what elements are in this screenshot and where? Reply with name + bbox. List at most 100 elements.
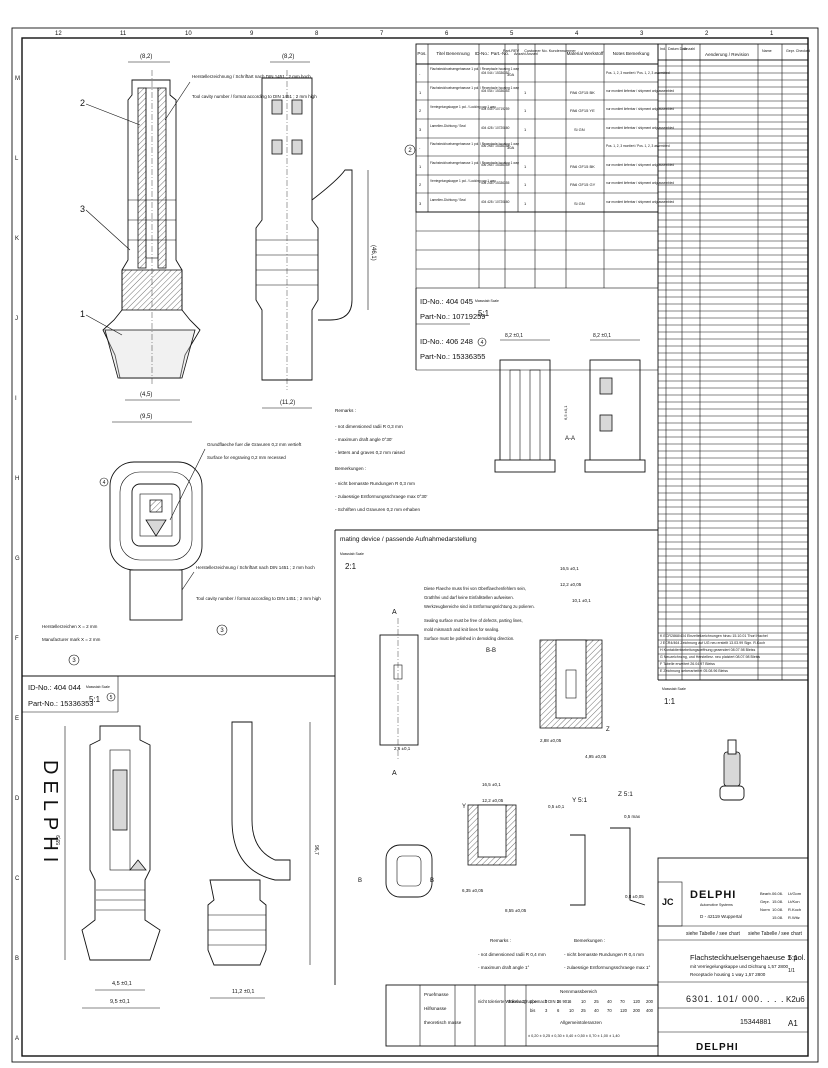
dim-label: 2,6 ±0,1 <box>394 746 411 751</box>
tol-cell: über <box>530 999 539 1004</box>
dim-label: 4,5 ±0,1 <box>112 981 132 987</box>
note-text: Tool cavity number / format according to… <box>192 94 317 99</box>
section-label: A-A <box>565 436 575 442</box>
callout-number: 1 <box>80 309 85 319</box>
row-notes: nur montiert lieferbar / shipment only a… <box>606 181 674 185</box>
row-mat: Si GN <box>574 127 585 132</box>
company-logo-mark: JC <box>662 897 674 907</box>
callout-number: 4 <box>103 480 106 486</box>
dim-label: 2,88 ±0,05 <box>540 738 562 743</box>
dim-label: 9,5 ±0,1 <box>110 999 130 1005</box>
scale-label: Massstab Scale <box>662 687 686 691</box>
note-text: Diese Flaeche muss frei von Oberflaechen… <box>424 586 526 591</box>
tol-cell: 3 <box>557 999 560 1004</box>
id-number: ID-No.: 404 044 <box>28 683 81 692</box>
row-mat: PA6 GF15 BK <box>570 90 595 95</box>
tol-cell: 40 <box>594 1008 599 1013</box>
col-label: 2 <box>705 31 709 37</box>
row-id: 406 244 / 15336353 <box>481 163 510 167</box>
division: Automotive Systems <box>700 903 733 907</box>
dim-label: (46,1) <box>370 245 376 261</box>
dim-label: 8,2 ±0,1 <box>593 333 611 339</box>
rev-col: Datum Date <box>668 47 687 51</box>
tb-cell: Norm <box>760 907 770 912</box>
doc-number: 15344881 <box>740 1019 771 1026</box>
row-labels: M L K J I H G F E D C B A <box>15 76 20 1042</box>
remarks-title: Remarks : <box>335 408 356 413</box>
tb-cell: 15.08. <box>772 915 783 920</box>
callout-number: 3 <box>72 658 76 664</box>
row-qty: 1 <box>524 108 527 113</box>
note-text: Herstellerzeichen X = 2 mm <box>42 624 98 629</box>
tb-sheet: 1/1 <box>788 968 795 974</box>
callout-number: 3 <box>80 204 85 214</box>
row-id: 406 248 / 15336355 <box>481 144 510 148</box>
tb-format: A1 <box>788 1019 798 1028</box>
see-chart: siehe Tabelle / see chart <box>748 931 802 937</box>
row-label: B <box>15 956 19 962</box>
housing-side-view: (8,2) (11,2) (46,1) <box>255 54 376 409</box>
id-number: ID-No.: 404 045 <box>420 297 473 306</box>
drawing-number: 6301. 101/ 000. . . . <box>686 994 785 1004</box>
row-label: I <box>15 396 17 402</box>
row-id: 404 045 / 10719259 <box>481 107 510 111</box>
remark-line: - maximum draft angle 0°30' <box>335 437 392 442</box>
row-id: 406 248 / 15336355 <box>481 181 510 185</box>
drawing-subtitle-en: Receptacle housing 1 way 1,57 2800 <box>690 972 766 977</box>
header-cust: Customer No. Kundennummer <box>524 49 576 53</box>
tol-cell: 400 <box>646 1008 654 1013</box>
tol-cell: 25 <box>581 1008 586 1013</box>
legend-text: Pruefmasse <box>424 992 449 997</box>
tolerance-title: Nennmassbereich <box>560 989 597 994</box>
tb-cell: 10.08. <box>772 907 783 912</box>
scale-value: 5:1 <box>89 695 101 704</box>
dim-label: (11,2) <box>280 400 295 406</box>
legend-text: theoretisch masse <box>424 1020 462 1025</box>
dim-label: 0,5 max <box>624 814 641 819</box>
col-label: 8 <box>315 31 319 37</box>
row-id: 404 428 / 10720860 <box>481 200 510 204</box>
row-pos: - <box>419 145 421 150</box>
drawing-title: Flachsteckhuelsengehaeuse 1 pol. <box>690 953 806 962</box>
remarks-title: Bemerkungen : <box>574 938 605 943</box>
row-label: H <box>15 476 19 482</box>
remarks-title: Remarks : <box>490 938 511 943</box>
row-pos: 3 <box>419 201 422 206</box>
row-label: E <box>15 716 19 722</box>
id-block-a: ID-No.: 404 045 Part-No.: 10719259 Masss… <box>415 288 499 370</box>
scale-value: 1:1 <box>664 697 676 706</box>
note-text: Grathfrei und darf keine Einfallstellen … <box>424 595 514 600</box>
location: D - 42119 Wuppertal <box>700 914 742 919</box>
dim-label: 16,5 ±0,1 <box>560 566 579 571</box>
header-title: Titel Benennung <box>436 51 470 56</box>
row-notes: nur montiert lieferbar / shipment only a… <box>606 89 674 93</box>
revision-entry: F Tabelle erweitert 26.04.97 Bleiss <box>660 662 715 666</box>
dim-label: 11,2 ±0,1 <box>232 989 255 995</box>
dim-label: (8,2) <box>282 54 294 60</box>
col-label: 9 <box>250 31 254 37</box>
note-text: Surface for engraving 0,2 mm recessed <box>207 455 286 460</box>
see-chart: siehe Tabelle / see chart <box>686 931 740 937</box>
company-name: DELPHI <box>690 889 736 901</box>
row-qty: 1 <box>524 201 527 206</box>
row-title: Flachsteckhuelsengehaeuse 1 pol. / Recep… <box>430 86 519 90</box>
callout-circle <box>404 144 416 156</box>
tb-cell: Gepr. <box>760 899 770 904</box>
remark-line: - nicht bemasste Rundungen R 0,4 mm <box>564 952 644 957</box>
row-title: Lamellen-Dichtung / Seal <box>430 124 466 128</box>
row-mat: PA6 GF15 GY <box>570 182 596 187</box>
scale-label: Massstab Scale <box>340 552 364 556</box>
row-title: Flachsteckhuelsengehaeuse 1 pol. / Recep… <box>430 67 519 71</box>
part-number: Part-No.: 15336355 <box>420 352 485 361</box>
id-block-c: ID-No.: 404 044 Part-No.: 15336353 Masss… <box>22 676 119 713</box>
scale-value: 2:1 <box>345 562 357 571</box>
row-mat: Si GN <box>574 201 585 206</box>
dim-label: 12,2 ±0,05 <box>560 582 582 587</box>
engraving-notes: Herstellerzeichnung / Schriftart nach DI… <box>164 74 317 121</box>
row-pos: 2 <box>419 108 422 113</box>
callout-number: 3 <box>220 628 224 634</box>
scale-value: 5:1 <box>478 309 490 318</box>
row-pos: 3 <box>419 127 422 132</box>
dim-label: 0,5 ±0,1 <box>548 804 565 809</box>
